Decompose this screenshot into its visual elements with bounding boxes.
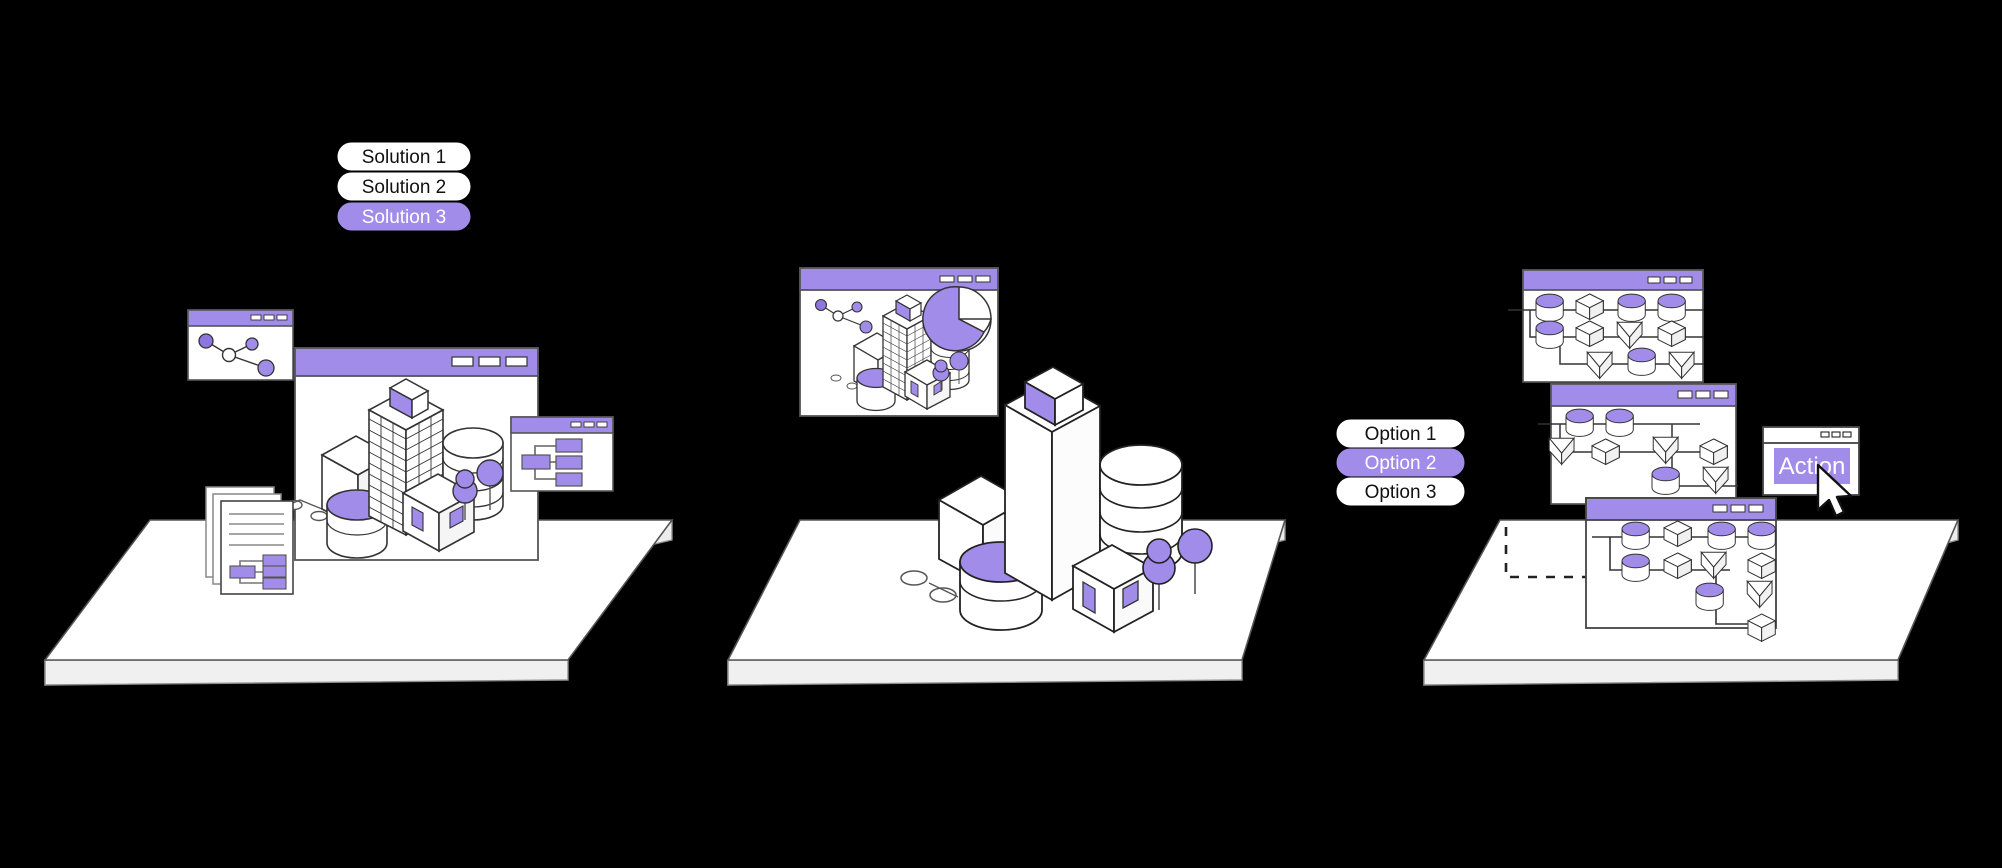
panel-right: Option 1 Option 2 Option 3 Action — [1336, 269, 1960, 686]
window-controls[interactable] — [939, 275, 991, 283]
option-pill-2[interactable]: Option 2 — [1336, 448, 1465, 477]
topology-window-middle[interactable] — [1538, 383, 1738, 528]
solution-pill-3-label: Solution 3 — [362, 207, 447, 228]
option-menu[interactable]: Option 1 Option 2 Option 3 — [1336, 419, 1465, 506]
document-stack[interactable] — [205, 486, 294, 595]
pie-chart — [922, 285, 992, 352]
window-controls[interactable] — [1647, 276, 1693, 284]
node-graph — [814, 298, 873, 334]
panel-middle — [726, 267, 1287, 686]
solution-pill-2-label: Solution 2 — [362, 177, 447, 198]
topology-diagram — [1508, 293, 1704, 379]
option-pill-1[interactable]: Option 1 — [1336, 419, 1465, 448]
front-cube — [401, 473, 476, 553]
solution-pill-3[interactable]: Solution 3 — [337, 202, 471, 231]
option-pill-1-label: Option 1 — [1365, 424, 1437, 445]
tree-small — [452, 469, 478, 520]
window-titlebar[interactable] — [510, 416, 614, 434]
document-text-lines — [229, 513, 284, 546]
panel-left: Solution 1 Solution 2 Solution 3 — [43, 142, 674, 686]
topology-window-back[interactable] — [1508, 269, 1704, 383]
window-titlebar[interactable] — [1550, 383, 1737, 407]
window-controls[interactable] — [1677, 390, 1729, 399]
tree-single — [1177, 528, 1213, 594]
window-controls[interactable] — [1820, 431, 1852, 438]
window-titlebar[interactable] — [1522, 269, 1704, 291]
window-titlebar[interactable] — [1762, 426, 1860, 444]
action-window[interactable]: Action — [1762, 426, 1860, 496]
left-city-scene — [232, 378, 504, 559]
option-pill-2-label: Option 2 — [1365, 453, 1437, 474]
solution-pill-1[interactable]: Solution 1 — [337, 142, 471, 171]
window-controls[interactable] — [1712, 504, 1764, 513]
flowchart-window[interactable] — [510, 416, 614, 492]
mini-city — [830, 294, 970, 412]
tree-large — [476, 459, 504, 510]
topology-diagram — [1592, 520, 1776, 642]
option-pill-3[interactable]: Option 3 — [1336, 477, 1465, 506]
window-titlebar[interactable] — [187, 309, 294, 327]
window-controls[interactable] — [570, 421, 608, 428]
path-markers — [900, 570, 957, 603]
analytics-window[interactable] — [799, 267, 999, 417]
tree-double — [1142, 538, 1176, 610]
main-tower — [1003, 365, 1102, 602]
solution-menu[interactable]: Solution 1 Solution 2 Solution 3 — [337, 142, 471, 231]
option-pill-3-label: Option 3 — [1365, 482, 1437, 503]
front-cube — [1071, 543, 1155, 634]
window-titlebar[interactable] — [1585, 497, 1777, 521]
window-controls[interactable] — [250, 314, 288, 321]
mouse-cursor — [1816, 463, 1853, 518]
window-titlebar[interactable] — [799, 267, 999, 291]
window-titlebar[interactable] — [294, 347, 539, 377]
solution-pill-1-label: Solution 1 — [362, 147, 447, 168]
topology-diagram — [1538, 408, 1738, 528]
isometric-city-scene — [900, 365, 1213, 634]
node-graph — [198, 333, 275, 377]
topology-window-front[interactable] — [1585, 497, 1777, 642]
action-button[interactable] — [1774, 448, 1850, 484]
action-button-label: Action — [1779, 453, 1846, 480]
solution-pill-2[interactable]: Solution 2 — [337, 172, 471, 201]
document-flowchart — [229, 554, 287, 590]
node-graph-window[interactable] — [187, 309, 294, 381]
window-controls[interactable] — [451, 356, 528, 367]
flow-diagram — [521, 438, 583, 487]
